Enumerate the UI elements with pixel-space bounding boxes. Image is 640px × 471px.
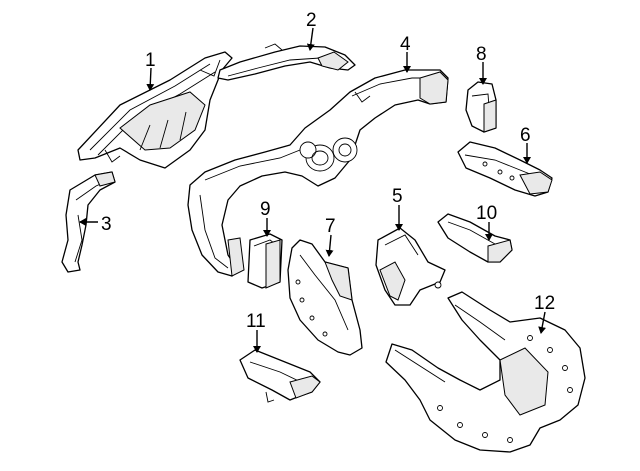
callout-7: 7 <box>325 216 336 237</box>
leader-lines <box>79 27 547 353</box>
callout-10: 10 <box>476 203 497 224</box>
callout-1: 1 <box>145 50 156 71</box>
leader-1 <box>146 67 155 91</box>
callout-9: 9 <box>260 199 271 220</box>
leader-2 <box>306 27 315 51</box>
leader-12 <box>538 311 547 334</box>
part-8-vent-bracket <box>465 81 497 133</box>
part-3-left-vent-duct <box>61 171 116 273</box>
callout-2: 2 <box>306 10 317 31</box>
callout-3: 3 <box>101 214 112 235</box>
callout-12: 12 <box>534 293 555 314</box>
part-12-rear-duct-assembly <box>385 291 586 453</box>
callout-5: 5 <box>392 186 403 207</box>
callout-4: 4 <box>400 34 411 55</box>
part-1-defroster-duct <box>77 51 233 169</box>
part-4-main-vent-duct <box>187 69 449 277</box>
part-6-right-duct <box>457 141 553 197</box>
part-10-duct-connector <box>437 213 513 263</box>
part-9-vent-connector <box>247 233 283 289</box>
callout-8: 8 <box>476 44 487 65</box>
part-2-side-duct <box>217 43 356 81</box>
callout-labels: 1 2 3 4 5 6 7 8 9 10 11 12 <box>101 10 555 332</box>
callout-11: 11 <box>246 311 266 332</box>
leader-7 <box>325 234 334 257</box>
callout-6: 6 <box>520 125 531 146</box>
part-5-floor-duct <box>375 227 446 306</box>
part-11-rear-floor-duct <box>239 349 321 403</box>
part-7-left-floor-duct <box>287 239 363 356</box>
